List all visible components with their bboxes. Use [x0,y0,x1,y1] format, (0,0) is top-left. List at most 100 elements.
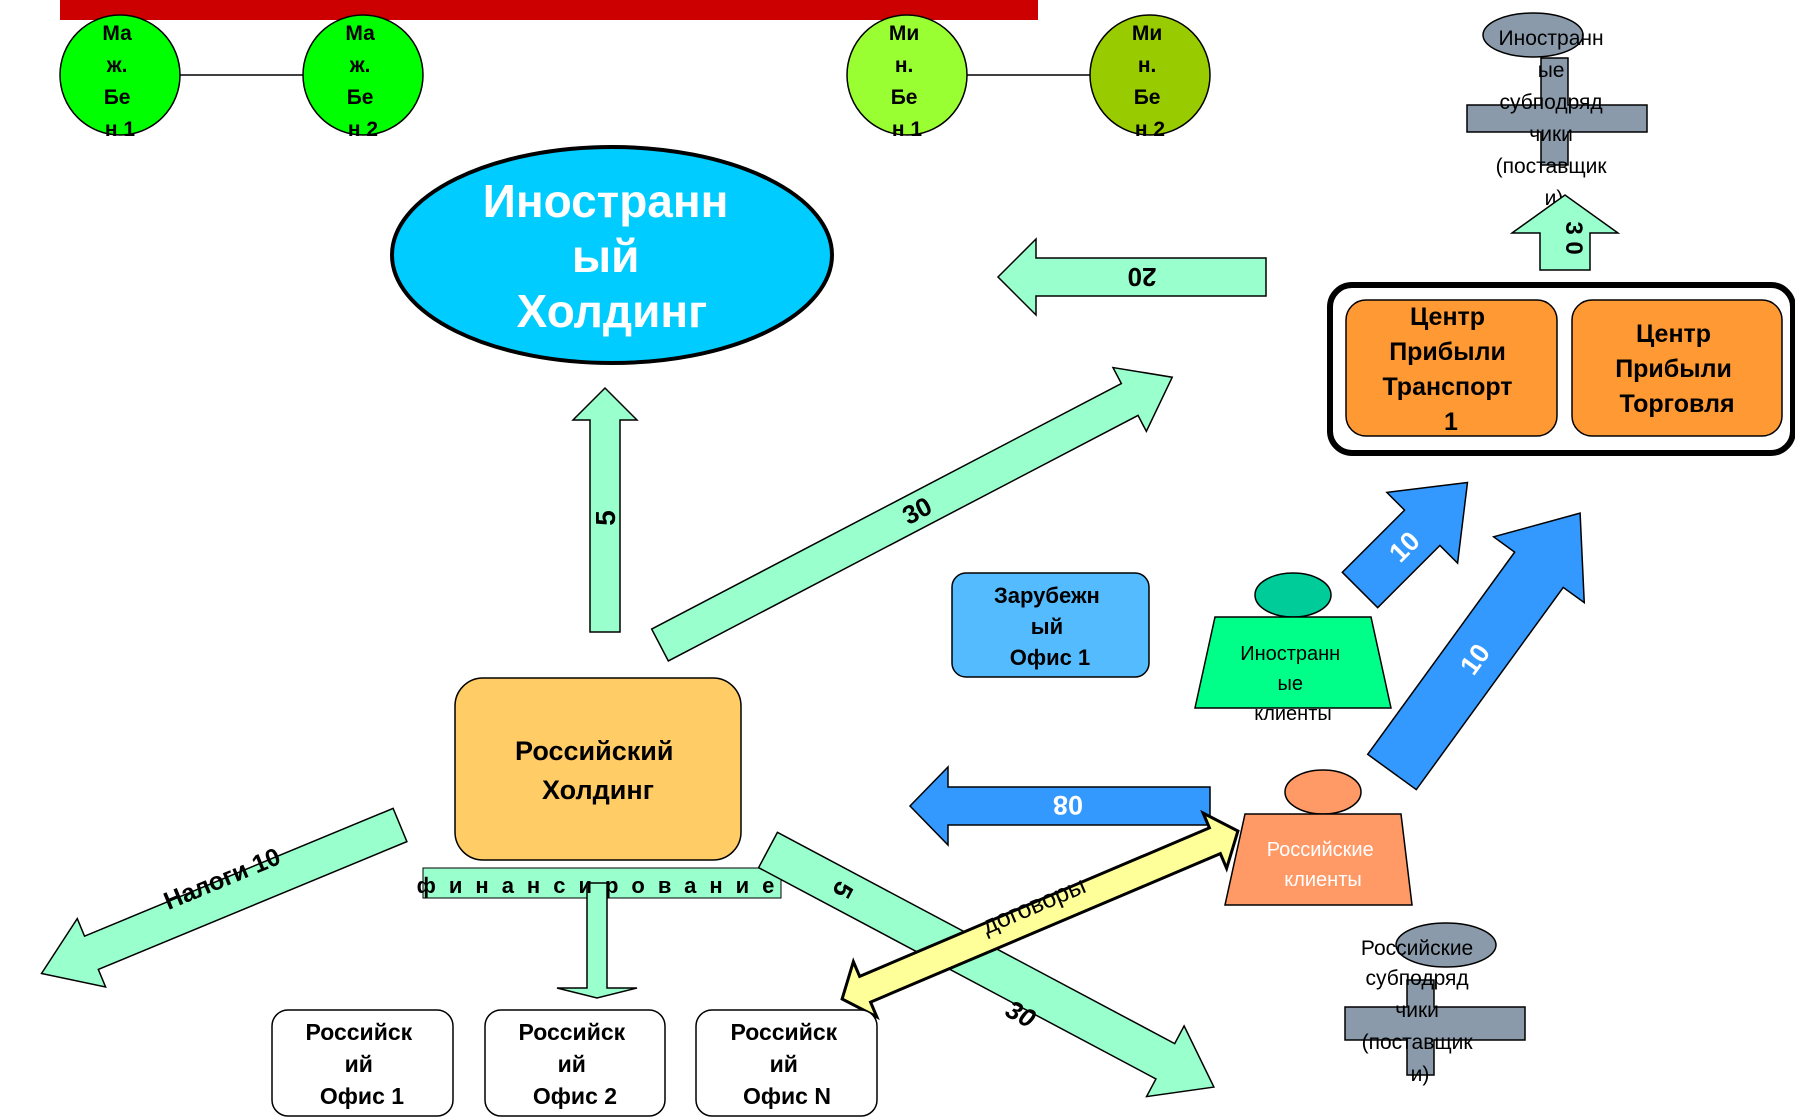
russian-office-2-node: Российск ий Офис 2 [484,1009,666,1117]
russian-clients-body [1224,813,1413,906]
foreign-clients-body [1194,616,1392,709]
russian-subcontractors-line-3: чики [1395,999,1439,1022]
profit-centers-group: Центр Прибыли Транспорт 1 Центр Прибыли … [1327,282,1795,456]
arrow-from-profit-centers-label: 20 [1128,262,1157,292]
foreign-office-line-2: ый [1031,614,1063,639]
minor-beneficiary-2-line-1: Ми [1132,22,1162,45]
arrow-to-foreign-holding-label: 5 [590,510,621,526]
russian-office-1-line-2: ий [345,1051,373,1077]
arrow-russian-clients-payment: 10 [1366,512,1586,791]
foreign-clients-label: Иностранн ые клиенты [1240,643,1346,725]
arrow-russian-clients-payment-shape [1366,512,1586,791]
foreign-subcontractors-line-4: чики [1529,123,1573,146]
foreign-clients-line-1: Иностранн [1240,643,1340,665]
russian-subcontractors-line-2: субподряд [1365,967,1468,990]
major-beneficiary-1-line-1: Ма [102,22,132,45]
foreign-subcontractors-cross [1466,57,1648,166]
minor-beneficiary-2-line-2: н. [1138,54,1157,77]
foreign-clients-figure: Иностранн ые клиенты [1194,572,1392,725]
minor-beneficiary-1-line-1: Ми [889,22,919,45]
russian-office-1-line-1: Российск [305,1019,412,1045]
foreign-office-line-3: Офис 1 [1010,645,1090,670]
russian-clients-line-1: Российские [1267,839,1374,861]
profit-center-trade-box [1571,299,1783,437]
profit-center-transport-line-1: Центр [1410,303,1485,331]
russian-subcontractors-label: Российские субподряд чики (поставщик и) [1361,937,1479,1086]
russian-office-1-node: Российск ий Офис 1 [271,1009,454,1117]
russian-subcontractors-line-5: и) [1411,1063,1430,1086]
russian-office-2-line-3: Офис 2 [533,1083,617,1109]
major-beneficiary-1-line-3: Бе [104,86,131,109]
arrow-to-russian-subcontractors-shape [757,831,1216,1098]
foreign-holding-line-1: Иностранн [483,175,729,227]
major-beneficiary-2-line-2: ж. [349,54,371,77]
major-beneficiary-1-line-2: ж. [106,54,128,77]
major-beneficiary-1-label: Ма ж. Бе н 1 [102,22,137,141]
major-beneficiary-2-label: Ма ж. Бе н 2 [345,22,380,141]
profit-center-trade-line-2: Прибыли [1615,355,1732,383]
arrow-to-foreign-subcontractors-label: 3 0 [1560,221,1587,254]
foreign-clients-line-3: клиенты [1254,703,1332,725]
minor-beneficiary-2-label: Ми н. Бе н 2 [1132,22,1168,141]
arrow-taxes-shape [40,807,408,989]
profit-center-transport-line-2: Прибыли [1389,338,1506,366]
russian-subcontractors-line-1: Российские [1361,937,1473,960]
minor-beneficiary-1-node: Ми н. Бе н 1 [846,14,968,141]
major-beneficiary-2-node: Ма ж. Бе н 2 [302,14,424,141]
foreign-office-node: Зарубежн ый Офис 1 [951,572,1150,678]
foreign-holding-node: Иностранн ый Холдинг [390,145,834,365]
major-beneficiary-2-line-3: Бе [347,86,374,109]
arrow-from-profit-centers: 20 [996,237,1267,317]
arrow-financing: финансирование [417,867,782,999]
arrow-financing-shaft [556,882,638,999]
foreign-holding-ellipse [390,145,834,365]
russian-office-1-line-3: Офис 1 [320,1083,404,1109]
foreign-subcontractors-label: Иностранн ые субподряд чики (поставщик и… [1496,27,1613,210]
russian-clients-head [1284,769,1362,815]
foreign-subcontractors-line-3: субподряд [1499,91,1602,114]
russian-holding-line-1: Российский [515,736,673,766]
russian-office-1-label: Российск ий Офис 1 [305,1019,418,1109]
russian-office-2-box [484,1009,666,1117]
foreign-clients-line-2: ые [1277,673,1303,695]
foreign-subcontractors-line-1: Иностранн [1499,27,1604,50]
russian-office-n-label: Российск ий Офис N [730,1019,843,1109]
russian-subcontractors-line-4: (поставщик [1362,1031,1474,1054]
profit-center-trade-line-1: Центр [1636,320,1711,348]
arrow-to-foreign-holding: 5 [571,386,639,633]
major-beneficiary-1-circle [59,14,181,136]
minor-beneficiary-2-line-3: Бе [1134,86,1161,109]
arrow-to-foreign-holding-shape [571,386,639,633]
russian-subcontractors-cross [1344,979,1526,1076]
russian-office-n-line-2: ий [770,1051,798,1077]
arrow-foreign-clients-payment-shape [1341,481,1469,609]
russian-office-2-line-1: Российск [518,1019,625,1045]
russian-holding-line-2: Холдинг [542,775,654,805]
foreign-holding-line-2: ый [572,230,640,282]
major-beneficiary-1-line-4: н 1 [105,118,136,141]
foreign-office-label: Зарубежн ый Офис 1 [994,583,1106,670]
russian-office-n-line-3: Офис N [743,1083,831,1109]
russian-office-1-box [271,1009,454,1117]
foreign-clients-head [1254,572,1332,618]
arrow-to-profit-centers: 30 [650,366,1174,662]
russian-holding-box [454,677,742,861]
major-beneficiary-1-node: Ма ж. Бе н 1 [59,14,181,141]
arrow-foreign-clients-payment: 10 [1341,481,1469,609]
russian-clients-label: Российские клиенты [1267,839,1380,891]
arrow-contracts-shape [840,809,1240,1021]
minor-beneficiary-1-line-2: н. [895,54,914,77]
major-beneficiary-2-circle [302,14,424,136]
profit-center-trade-line-3: Торговля [1619,390,1734,418]
minor-beneficiary-2-line-4: н 2 [1135,118,1165,141]
foreign-subcontractors-head [1482,12,1584,58]
foreign-subcontractors-figure: Иностранн ые субподряд чики (поставщик и… [1466,12,1648,210]
foreign-office-line-1: Зарубежн [994,583,1100,608]
minor-beneficiary-1-circle [846,14,968,136]
russian-office-n-node: Российск ий Офис N [695,1009,878,1117]
foreign-subcontractors-line-5: (поставщик [1496,155,1608,178]
top-red-bar [60,0,1038,20]
arrow-to-foreign-subcontractors: 3 0 [1509,194,1621,271]
russian-clients-line-2: клиенты [1284,869,1362,891]
